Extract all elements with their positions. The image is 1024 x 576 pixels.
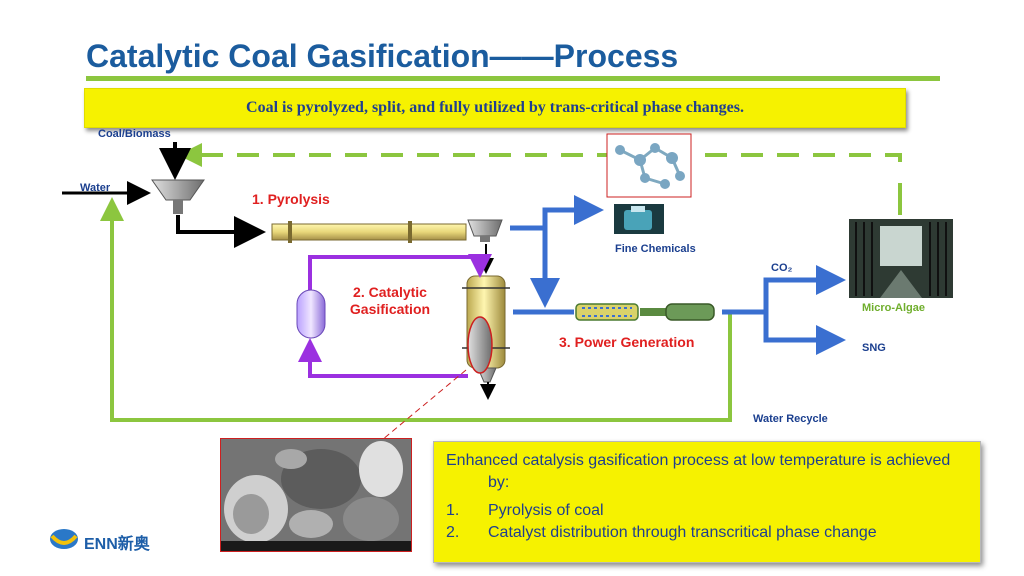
page-title: Catalytic Coal Gasification——Process: [86, 38, 679, 74]
water-recycle-label: Water Recycle: [753, 413, 828, 425]
chemical-bottle-icon: [614, 204, 664, 234]
info-box: Enhanced catalysis gasification process …: [433, 441, 981, 563]
subtitle-banner: Coal is pyrolyzed, split, and fully util…: [84, 88, 906, 128]
micro-algae-label: Micro-Algae: [862, 302, 925, 314]
catalyst-vessel: [296, 289, 326, 339]
gasifier-reactor: [462, 275, 510, 383]
co2-label: CO₂: [771, 262, 793, 274]
power-generation-label: 3. Power Generation: [559, 334, 695, 350]
pyrolysis-reactor: [271, 219, 503, 243]
sem-leader-line: [381, 369, 467, 441]
molecule-image: [606, 133, 692, 198]
sem-info-strip: [221, 541, 411, 551]
gasification-label-line1: 2. Catalytic: [353, 284, 427, 300]
coal-hopper: [151, 179, 205, 214]
title-underline: [86, 76, 940, 81]
catalyst-loop-line: [298, 338, 468, 378]
hopper-to-pyrolysis-arrow: [176, 215, 266, 248]
sng-label: SNG: [862, 342, 886, 354]
fine-chemicals-label: Fine Chemicals: [615, 243, 696, 255]
logo-text: ENN新奥: [84, 536, 150, 553]
info-item-2: 2. Catalyst distribution through transcri…: [446, 522, 968, 544]
pyrolysis-label: 1. Pyrolysis: [252, 191, 330, 207]
info-item-number: 1.: [446, 502, 460, 519]
water-label: Water: [80, 182, 111, 194]
sng-branch-line: [763, 312, 846, 355]
sem-micrograph-image: [220, 438, 412, 552]
sem-texture: [221, 439, 411, 551]
catalyst-loop-top: [308, 254, 492, 290]
info-item-text: Catalyst distribution through transcriti…: [488, 524, 877, 541]
logo-icon: [50, 529, 78, 549]
algae-recycle-dashed-top: [178, 143, 902, 167]
gasification-label: 2. Catalytic Gasification: [336, 284, 444, 318]
subtitle-text: Coal is pyrolyzed, split, and fully util…: [246, 99, 744, 116]
info-heading-text: Enhanced catalysis gasification process …: [446, 452, 951, 491]
chemicals-branch-line: [510, 195, 604, 231]
info-heading: Enhanced catalysis gasification process …: [446, 450, 968, 494]
water-recycle-line: [100, 197, 732, 422]
micro-algae-image: [849, 219, 953, 298]
coal-biomass-label: Coal/Biomass: [98, 128, 171, 140]
info-item-1: 1. Pyrolysis of coal: [446, 500, 968, 522]
info-item-text: Pyrolysis of coal: [488, 502, 604, 519]
info-item-number: 2.: [446, 524, 460, 541]
power-turbine: [575, 303, 715, 321]
enn-logo: ENN新奥: [48, 528, 150, 555]
co2-branch-line: [763, 265, 846, 312]
gasification-label-line2: Gasification: [349, 301, 431, 317]
